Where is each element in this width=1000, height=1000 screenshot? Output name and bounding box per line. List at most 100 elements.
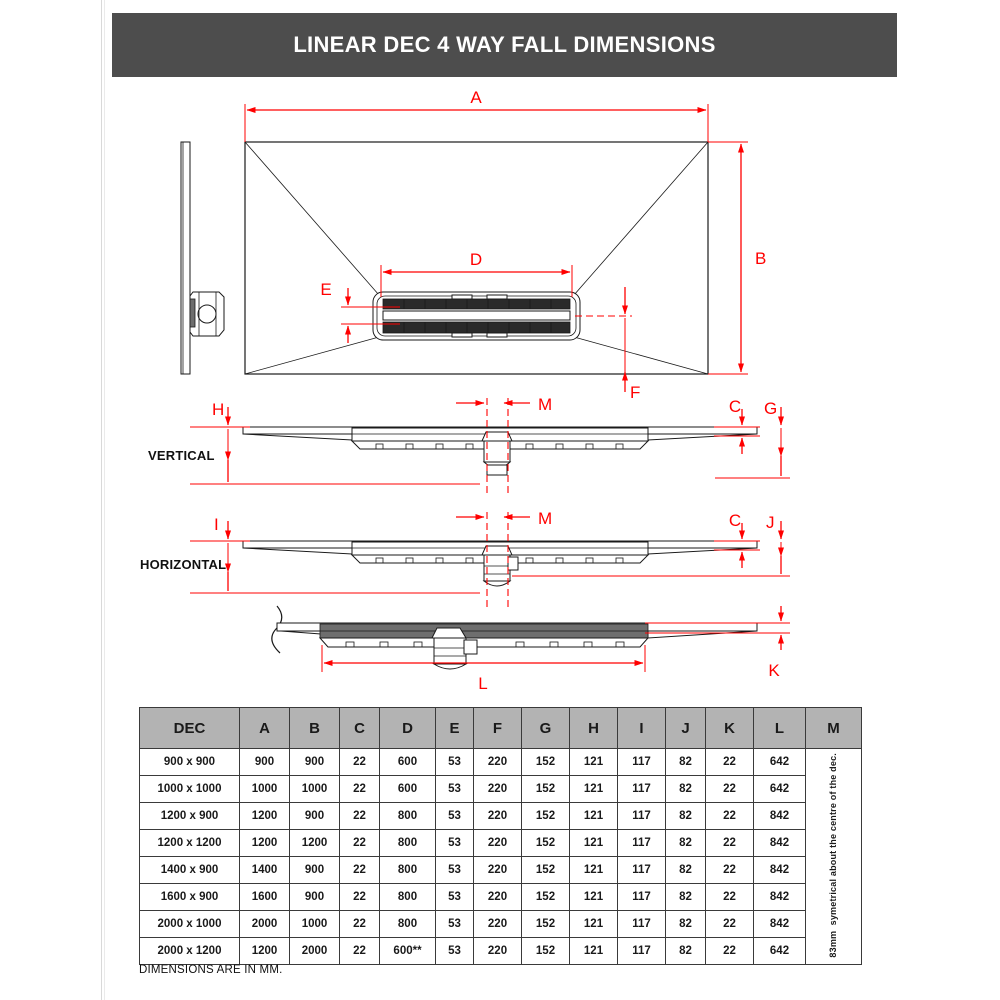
cell-h: 121 (569, 829, 618, 857)
dimension-label-H: H (212, 400, 224, 419)
cell-c: 22 (339, 883, 380, 911)
cell-b: 900 (289, 856, 340, 884)
column-header-m: M (805, 707, 862, 749)
column-header-j: J (665, 707, 706, 749)
cell-g: 152 (521, 937, 570, 965)
dimension-label-M-horizontal: M (538, 509, 552, 528)
cell-m-note: 83mm symetrical about the centre of the … (805, 748, 862, 965)
cell-i: 117 (617, 775, 666, 803)
cell-l: 642 (753, 748, 806, 776)
cell-b: 900 (289, 748, 340, 776)
cell-k: 22 (705, 910, 754, 938)
column-header-c: C (339, 707, 380, 749)
cell-d: 800 (379, 802, 436, 830)
cell-i: 117 (617, 883, 666, 911)
cell-d: 800 (379, 910, 436, 938)
cell-b: 1200 (289, 829, 340, 857)
cell-b: 1000 (289, 910, 340, 938)
cell-e: 53 (435, 910, 474, 938)
dimension-label-K: K (768, 661, 780, 680)
side-elevation-view (180, 141, 225, 375)
m-note-line1: 83mm (827, 930, 838, 958)
cell-d: 600** (379, 937, 436, 965)
cell-j: 82 (665, 856, 706, 884)
cell-e: 53 (435, 937, 474, 965)
column-header-h: H (569, 707, 618, 749)
column-header-d: D (379, 707, 436, 749)
dimension-label-L: L (478, 674, 487, 693)
cell-e: 53 (435, 748, 474, 776)
vertical-section-view (242, 426, 758, 476)
cell-c: 22 (339, 829, 380, 857)
cell-g: 152 (521, 829, 570, 857)
page-title: LINEAR DEC 4 WAY FALL DIMENSIONS (293, 32, 716, 57)
cell-b: 900 (289, 802, 340, 830)
cell-k: 22 (705, 775, 754, 803)
cell-f: 220 (473, 883, 522, 911)
cell-b: 1000 (289, 775, 340, 803)
cell-h: 121 (569, 937, 618, 965)
dimension-label-D: D (470, 250, 482, 269)
cell-i: 117 (617, 910, 666, 938)
cell-d: 800 (379, 856, 436, 884)
page-left-rule (101, 0, 102, 1000)
cell-i: 117 (617, 802, 666, 830)
dimension-label-G: G (764, 399, 777, 418)
cell-e: 53 (435, 802, 474, 830)
units-note: DIMENSIONS ARE IN MM. (139, 964, 283, 976)
cell-l: 842 (753, 856, 806, 884)
column-header-f: F (473, 707, 522, 749)
table-header-row: DEC A B C D E F G H I J K L M (139, 707, 862, 749)
cell-l: 842 (753, 802, 806, 830)
cell-h: 121 (569, 883, 618, 911)
view-label-horizontal: HORIZONTAL (140, 557, 227, 572)
cell-f: 220 (473, 748, 522, 776)
cell-f: 220 (473, 802, 522, 830)
cell-c: 22 (339, 775, 380, 803)
cell-g: 152 (521, 856, 570, 884)
cell-j: 82 (665, 775, 706, 803)
cell-j: 82 (665, 829, 706, 857)
table-row: 2000 x 1000 2000 1000 22 800 53 220 152 … (139, 910, 862, 938)
dimension-label-A: A (470, 88, 482, 107)
cell-e: 53 (435, 883, 474, 911)
cell-l: 642 (753, 775, 806, 803)
cell-a: 900 (239, 748, 290, 776)
detail-section-view (271, 605, 758, 670)
cell-k: 22 (705, 937, 754, 965)
page-left-rule-2 (104, 0, 105, 1000)
cell-j: 82 (665, 883, 706, 911)
cell-k: 22 (705, 856, 754, 884)
cell-i: 117 (617, 748, 666, 776)
cell-j: 82 (665, 910, 706, 938)
plan-view (244, 141, 709, 375)
column-header-g: G (521, 707, 570, 749)
cell-g: 152 (521, 802, 570, 830)
cell-l: 842 (753, 910, 806, 938)
table-row: 1200 x 1200 1200 1200 22 800 53 220 152 … (139, 829, 862, 857)
column-header-b: B (289, 707, 340, 749)
cell-g: 152 (521, 883, 570, 911)
cell-a: 1200 (239, 937, 290, 965)
cell-h: 121 (569, 910, 618, 938)
table-row: 2000 x 1200 1200 2000 22 600** 53 220 15… (139, 937, 862, 965)
cell-c: 22 (339, 910, 380, 938)
m-note-text: 83mm symetrical about the centre of the … (828, 753, 839, 958)
column-header-dec: DEC (139, 707, 240, 749)
cell-e: 53 (435, 829, 474, 857)
cell-dec: 1000 x 1000 (139, 775, 240, 803)
cell-c: 22 (339, 748, 380, 776)
cell-f: 220 (473, 829, 522, 857)
cell-a: 1000 (239, 775, 290, 803)
cell-h: 121 (569, 775, 618, 803)
column-header-l: L (753, 707, 806, 749)
cell-g: 152 (521, 775, 570, 803)
cell-k: 22 (705, 802, 754, 830)
cell-d: 600 (379, 748, 436, 776)
column-header-i: I (617, 707, 666, 749)
dimension-label-M-vertical: M (538, 395, 552, 414)
cell-h: 121 (569, 748, 618, 776)
dimension-label-C-vertical: C (729, 397, 741, 416)
cell-j: 82 (665, 748, 706, 776)
cell-l: 642 (753, 937, 806, 965)
